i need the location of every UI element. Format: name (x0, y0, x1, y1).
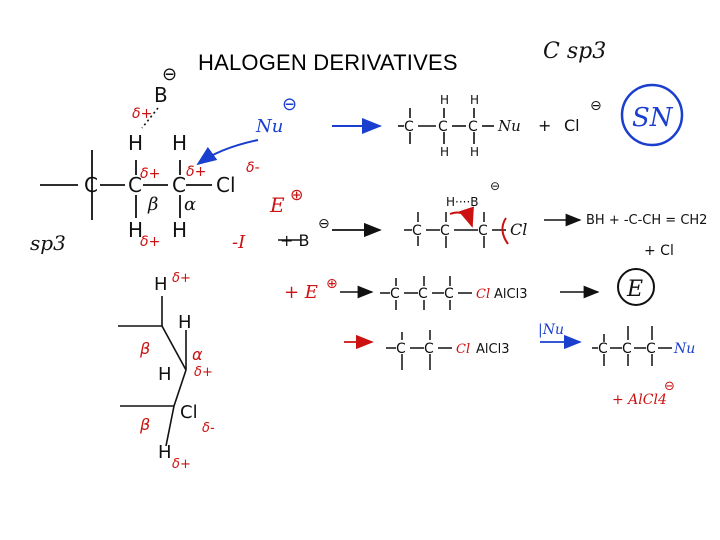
svg-text:δ+: δ+ (194, 365, 213, 380)
base-charge: ⊖ (162, 64, 177, 85)
h-bottom-left: H (128, 218, 143, 242)
svg-text:C: C (396, 341, 406, 357)
e-cl-minus: + Cl (644, 243, 674, 259)
svg-text:δ+: δ+ (172, 457, 191, 472)
svg-text:Cl: Cl (456, 342, 470, 357)
svg-text:C: C (468, 119, 478, 135)
carbon-middle: C (128, 173, 142, 197)
charge-c-beta: δ+ (140, 166, 160, 182)
lower-structure (118, 296, 187, 447)
svg-text:H: H (470, 93, 479, 107)
base-label: B (154, 83, 168, 107)
svg-text:⊕: ⊕ (326, 276, 338, 292)
svg-text:C: C (424, 341, 434, 357)
h-bottom-right: H (172, 218, 187, 242)
e-base-h: H····B (446, 195, 479, 209)
sn-label: SN (632, 103, 674, 133)
svg-text:C: C (598, 341, 608, 357)
svg-text:δ+: δ+ (172, 271, 191, 286)
svg-text:H: H (440, 93, 449, 107)
svg-text:+: + (538, 116, 551, 135)
svg-text:H: H (158, 364, 172, 385)
svg-text:C: C (646, 341, 656, 357)
svg-text:α: α (192, 345, 203, 364)
svg-text:C: C (478, 223, 488, 239)
corner-note: C sp3 (543, 39, 606, 64)
svg-text:C: C (412, 223, 422, 239)
svg-text:C: C (404, 119, 414, 135)
e-charge: ⊕ (290, 185, 303, 204)
plus-e: + E (284, 282, 318, 303)
svg-text:H: H (440, 145, 449, 159)
slide-title: HALOGEN DERIVATIVES (198, 50, 458, 75)
svg-text:C: C (438, 119, 448, 135)
electrophile: E (269, 193, 285, 217)
charge-bottom-h: δ+ (140, 234, 160, 250)
svg-text:⊖: ⊖ (590, 98, 602, 114)
lewis-byproduct: + AlCl4 (612, 392, 667, 408)
nu-label: Nu (255, 116, 283, 137)
plus-b: + B (280, 231, 309, 250)
greek-beta: β (147, 194, 158, 215)
lewis-product-nu: Nu (673, 341, 695, 357)
svg-text:C: C (390, 286, 400, 302)
carbon-left: C (84, 173, 98, 197)
svg-text:C: C (440, 223, 450, 239)
sn-product-nu: Nu (497, 117, 521, 135)
svg-text:δ-: δ- (202, 421, 215, 436)
svg-text:H: H (470, 145, 479, 159)
carbon-right: C (172, 173, 186, 197)
charge-cl: δ- (246, 160, 260, 176)
h-top-left: H (128, 131, 143, 155)
e-label: E (626, 277, 643, 302)
svg-text:C: C (444, 286, 454, 302)
svg-text:H: H (154, 274, 168, 295)
svg-text:Cl: Cl (180, 402, 198, 423)
lewis-reagent-2: AlCl3 (476, 342, 509, 357)
greek-alpha: α (184, 194, 196, 215)
chlorine: Cl (216, 173, 236, 197)
svg-text:β: β (139, 339, 150, 358)
e-circle (617, 268, 655, 306)
sn-circle (620, 83, 684, 147)
h-top-right: H (172, 131, 187, 155)
inductive: -I (232, 232, 246, 253)
e-cl: Cl (510, 220, 527, 239)
svg-text:C: C (622, 341, 632, 357)
svg-text:⊖: ⊖ (318, 216, 330, 232)
nu-charge: ⊖ (282, 94, 297, 115)
main-structure (40, 150, 212, 220)
lewis-reagent-1: AlCl3 (494, 287, 527, 302)
charge-c-alpha: δ+ (186, 164, 206, 180)
svg-text:⊖: ⊖ (490, 179, 500, 193)
svg-text:β: β (139, 415, 150, 434)
svg-text:C: C (418, 286, 428, 302)
sp3-left: sp3 (30, 231, 66, 255)
charge-h: δ+ (132, 106, 152, 122)
lewis-nu: |Nu (538, 322, 564, 338)
svg-text:Cl: Cl (476, 287, 490, 302)
e-products: BH + -C-CH = CH2 (586, 213, 707, 228)
svg-text:H: H (158, 442, 172, 463)
svg-text:⊖: ⊖ (664, 379, 675, 394)
svg-text:H: H (178, 312, 192, 333)
sn-leaving: Cl (564, 116, 580, 135)
